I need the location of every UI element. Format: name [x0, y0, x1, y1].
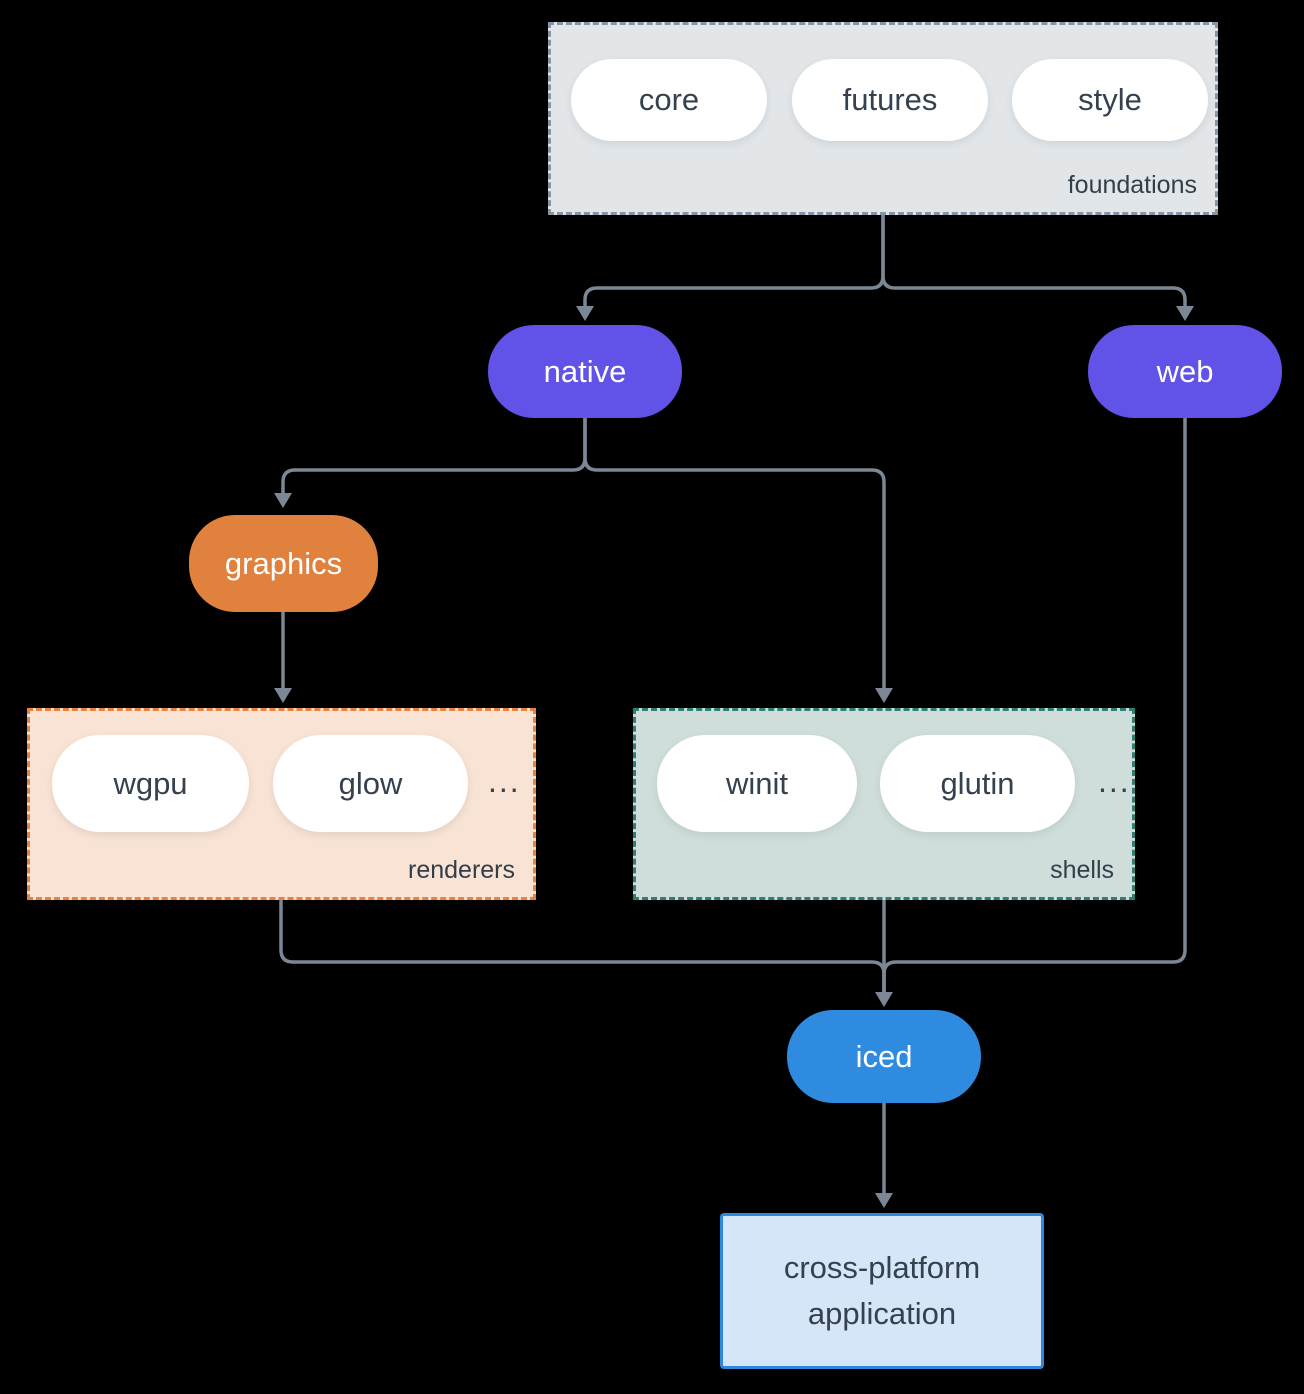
edge-foundations-native [583, 215, 885, 306]
node-native: native [488, 325, 682, 418]
edge-renderers-iced [279, 900, 886, 992]
node-cross-platform-application: cross-platform application [720, 1213, 1044, 1369]
arrowhead-shells [875, 688, 893, 703]
foundations-label: foundations [1067, 171, 1197, 199]
shells-label: shells [1050, 856, 1114, 884]
shells-group: winit glutin ... shells [633, 708, 1135, 900]
node-iced: iced [787, 1010, 981, 1103]
renderers-group: wgpu glow ... renderers [27, 708, 536, 900]
node-glow: glow [273, 735, 468, 832]
node-futures: futures [792, 59, 988, 141]
arrowhead-native [576, 306, 594, 321]
arrowhead-iced [875, 992, 893, 1007]
renderers-ellipsis: ... [488, 763, 521, 799]
edge-foundations-web [881, 215, 1187, 306]
arrowhead-renderers [274, 688, 292, 703]
arrowhead-graphics [274, 493, 292, 508]
node-core: core [571, 59, 767, 141]
node-winit: winit [657, 735, 857, 832]
node-graphics: graphics [189, 515, 378, 612]
node-wgpu: wgpu [52, 735, 249, 832]
edge-native-graphics [281, 418, 587, 493]
arrowhead-web [1176, 306, 1194, 321]
renderers-label: renderers [408, 856, 515, 884]
foundations-group: core futures style foundations [548, 22, 1218, 215]
node-web: web [1088, 325, 1282, 418]
shells-ellipsis: ... [1098, 763, 1131, 799]
node-glutin: glutin [880, 735, 1075, 832]
edge-web-iced [882, 418, 1187, 992]
node-style: style [1012, 59, 1208, 141]
edge-native-shells [583, 418, 886, 688]
arrowhead-application [875, 1193, 893, 1208]
